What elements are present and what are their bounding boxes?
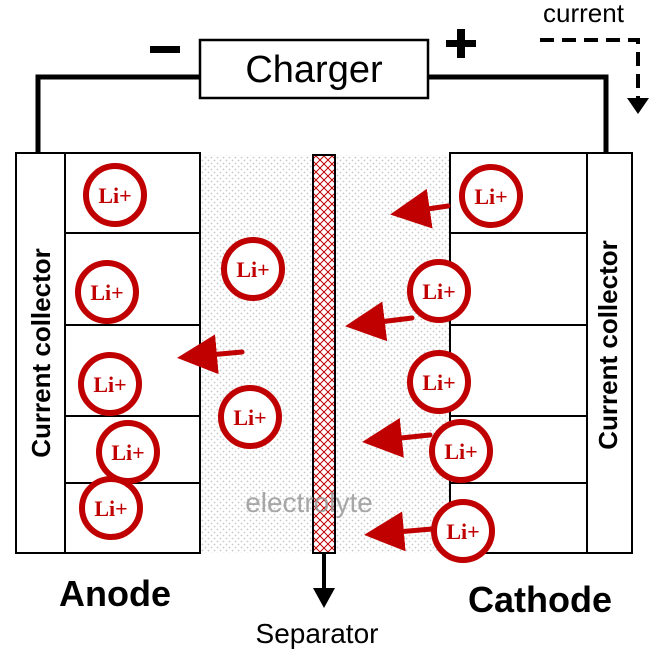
li-ion: Li+ [407,350,471,414]
current-label: current [543,0,625,28]
svg-text:Li+: Li+ [94,496,127,521]
li-ion: Li+ [218,385,282,449]
svg-text:Li+: Li+ [233,405,266,430]
ion-arrow [364,511,435,552]
ion-arrow [345,301,415,342]
charger-label: Charger [245,49,383,91]
li-ion: Li+ [75,260,139,324]
cathode-compartments [449,152,588,554]
svg-text:Li+: Li+ [444,439,477,464]
minus-sign [150,46,180,53]
ion-arrow [390,188,451,229]
li-ion: Li+ [431,499,495,563]
li-ion: Li+ [96,420,160,484]
svg-text:Li+: Li+ [111,440,144,465]
charger-wire-right [428,74,609,153]
charger-wire-left [35,74,200,153]
cathode-collector-label: Current collector [593,240,623,450]
svg-text:Li+: Li+ [93,372,126,397]
svg-text:Li+: Li+ [446,519,479,544]
svg-text:Li+: Li+ [98,183,131,208]
svg-text:Li+: Li+ [236,257,269,282]
anode-label: Anode [59,573,171,614]
li-ion: Li+ [78,352,142,416]
li-ion: Li+ [79,476,143,540]
anode-collector [15,152,66,554]
current-direction-arrow [540,38,649,114]
anode-collector-label: Current collector [26,248,56,458]
separator-label: Separator [256,618,379,649]
cathode-label: Cathode [468,579,612,620]
ion-arrow [177,334,245,375]
svg-text:Li+: Li+ [422,279,455,304]
ion-arrows [177,188,451,552]
li-ion: Li+ [459,164,523,228]
svg-text:Li+: Li+ [90,280,123,305]
plus-sign [446,29,476,58]
ion-arrow [362,418,433,458]
svg-text:Li+: Li+ [422,370,455,395]
li-ion: Li+ [429,419,493,483]
svg-text:Li+: Li+ [474,184,507,209]
li-ion: Li+ [407,259,471,323]
electrolyte-label: electrolyte [245,487,373,518]
cathode-collector [586,152,633,554]
separator-pointer-arrow [313,553,335,608]
charger-box [198,38,430,100]
li-ion: Li+ [221,237,285,301]
li-ion: Li+ [83,163,147,227]
